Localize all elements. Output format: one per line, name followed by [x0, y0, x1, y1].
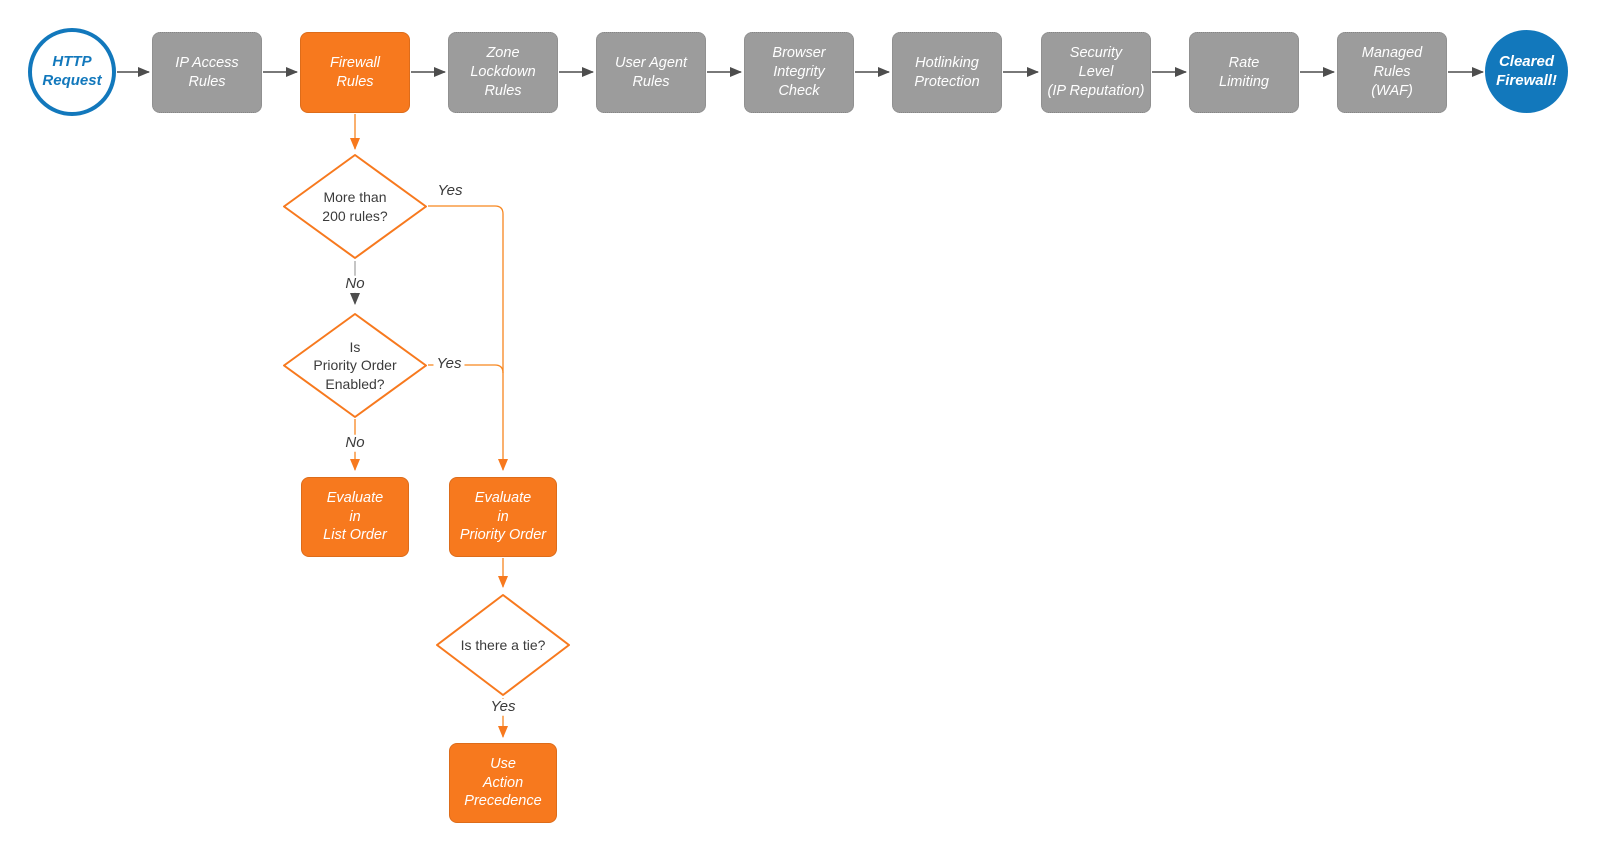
diamond-shape — [283, 313, 427, 418]
line-decision2-yes-join — [428, 364, 504, 374]
action-evaluate-in-priority-order: Evaluate in Priority Order — [449, 477, 557, 557]
edge-label-decision2-no: No — [342, 434, 368, 452]
decision-is-there-a-tie: Is there a tie? — [435, 593, 571, 697]
end-node-cleared-firewall: Cleared Firewall! — [1485, 30, 1568, 113]
action-label: Evaluate in Priority Order — [459, 489, 547, 544]
decision-label: Is Priority Order Enabled? — [313, 338, 397, 392]
edge-label-decision2-yes: Yes — [433, 355, 465, 373]
step-label: IP Access Rules — [175, 54, 239, 90]
start-node-label: HTTP Request — [42, 53, 102, 89]
edge-label-decision3-yes: Yes — [487, 698, 519, 716]
step-rate-limiting: Rate Limiting — [1189, 32, 1299, 113]
step-label: Zone Lockdown Rules — [470, 45, 536, 99]
step-label: Firewall Rules — [330, 54, 380, 90]
step-label: Browser Integrity Check — [772, 45, 826, 99]
start-node-http-request: HTTP Request — [28, 28, 116, 116]
action-label: Evaluate in List Order — [323, 489, 387, 544]
step-label: Hotlinking Protection — [914, 54, 980, 90]
edge-label-decision1-yes: Yes — [434, 182, 466, 200]
arrow-decision1-yes-to-priority-order — [428, 205, 508, 471]
decision-label: Is there a tie? — [460, 636, 546, 653]
step-label: Security Level (IP Reputation) — [1047, 45, 1145, 99]
step-zone-lockdown-rules: Zone Lockdown Rules — [448, 32, 558, 113]
decision-label: More than 200 rules? — [322, 189, 388, 224]
action-label: Use Action Precedence — [464, 755, 542, 810]
step-user-agent-rules: User Agent Rules — [596, 32, 706, 113]
diamond-shape — [436, 594, 570, 696]
decision-priority-order-enabled: Is Priority Order Enabled? — [282, 312, 428, 419]
step-security-level: Security Level (IP Reputation) — [1041, 32, 1151, 113]
step-hotlinking-protection: Hotlinking Protection — [892, 32, 1002, 113]
diamond-shape — [283, 154, 427, 259]
step-label: Managed Rules (WAF) — [1361, 45, 1423, 99]
action-use-action-precedence: Use Action Precedence — [449, 743, 557, 823]
decision-more-than-200-rules: More than 200 rules? — [282, 153, 428, 260]
step-ip-access-rules: IP Access Rules — [152, 32, 262, 113]
step-browser-integrity-check: Browser Integrity Check — [744, 32, 854, 113]
step-managed-rules-waf: Managed Rules (WAF) — [1337, 32, 1447, 113]
step-firewall-rules: Firewall Rules — [300, 32, 410, 113]
edge-label-decision1-no: No — [342, 275, 368, 293]
action-evaluate-in-list-order: Evaluate in List Order — [301, 477, 409, 557]
step-label: Rate Limiting — [1219, 54, 1269, 90]
step-label: User Agent Rules — [615, 54, 687, 90]
end-node-label: Cleared Firewall! — [1496, 52, 1557, 89]
